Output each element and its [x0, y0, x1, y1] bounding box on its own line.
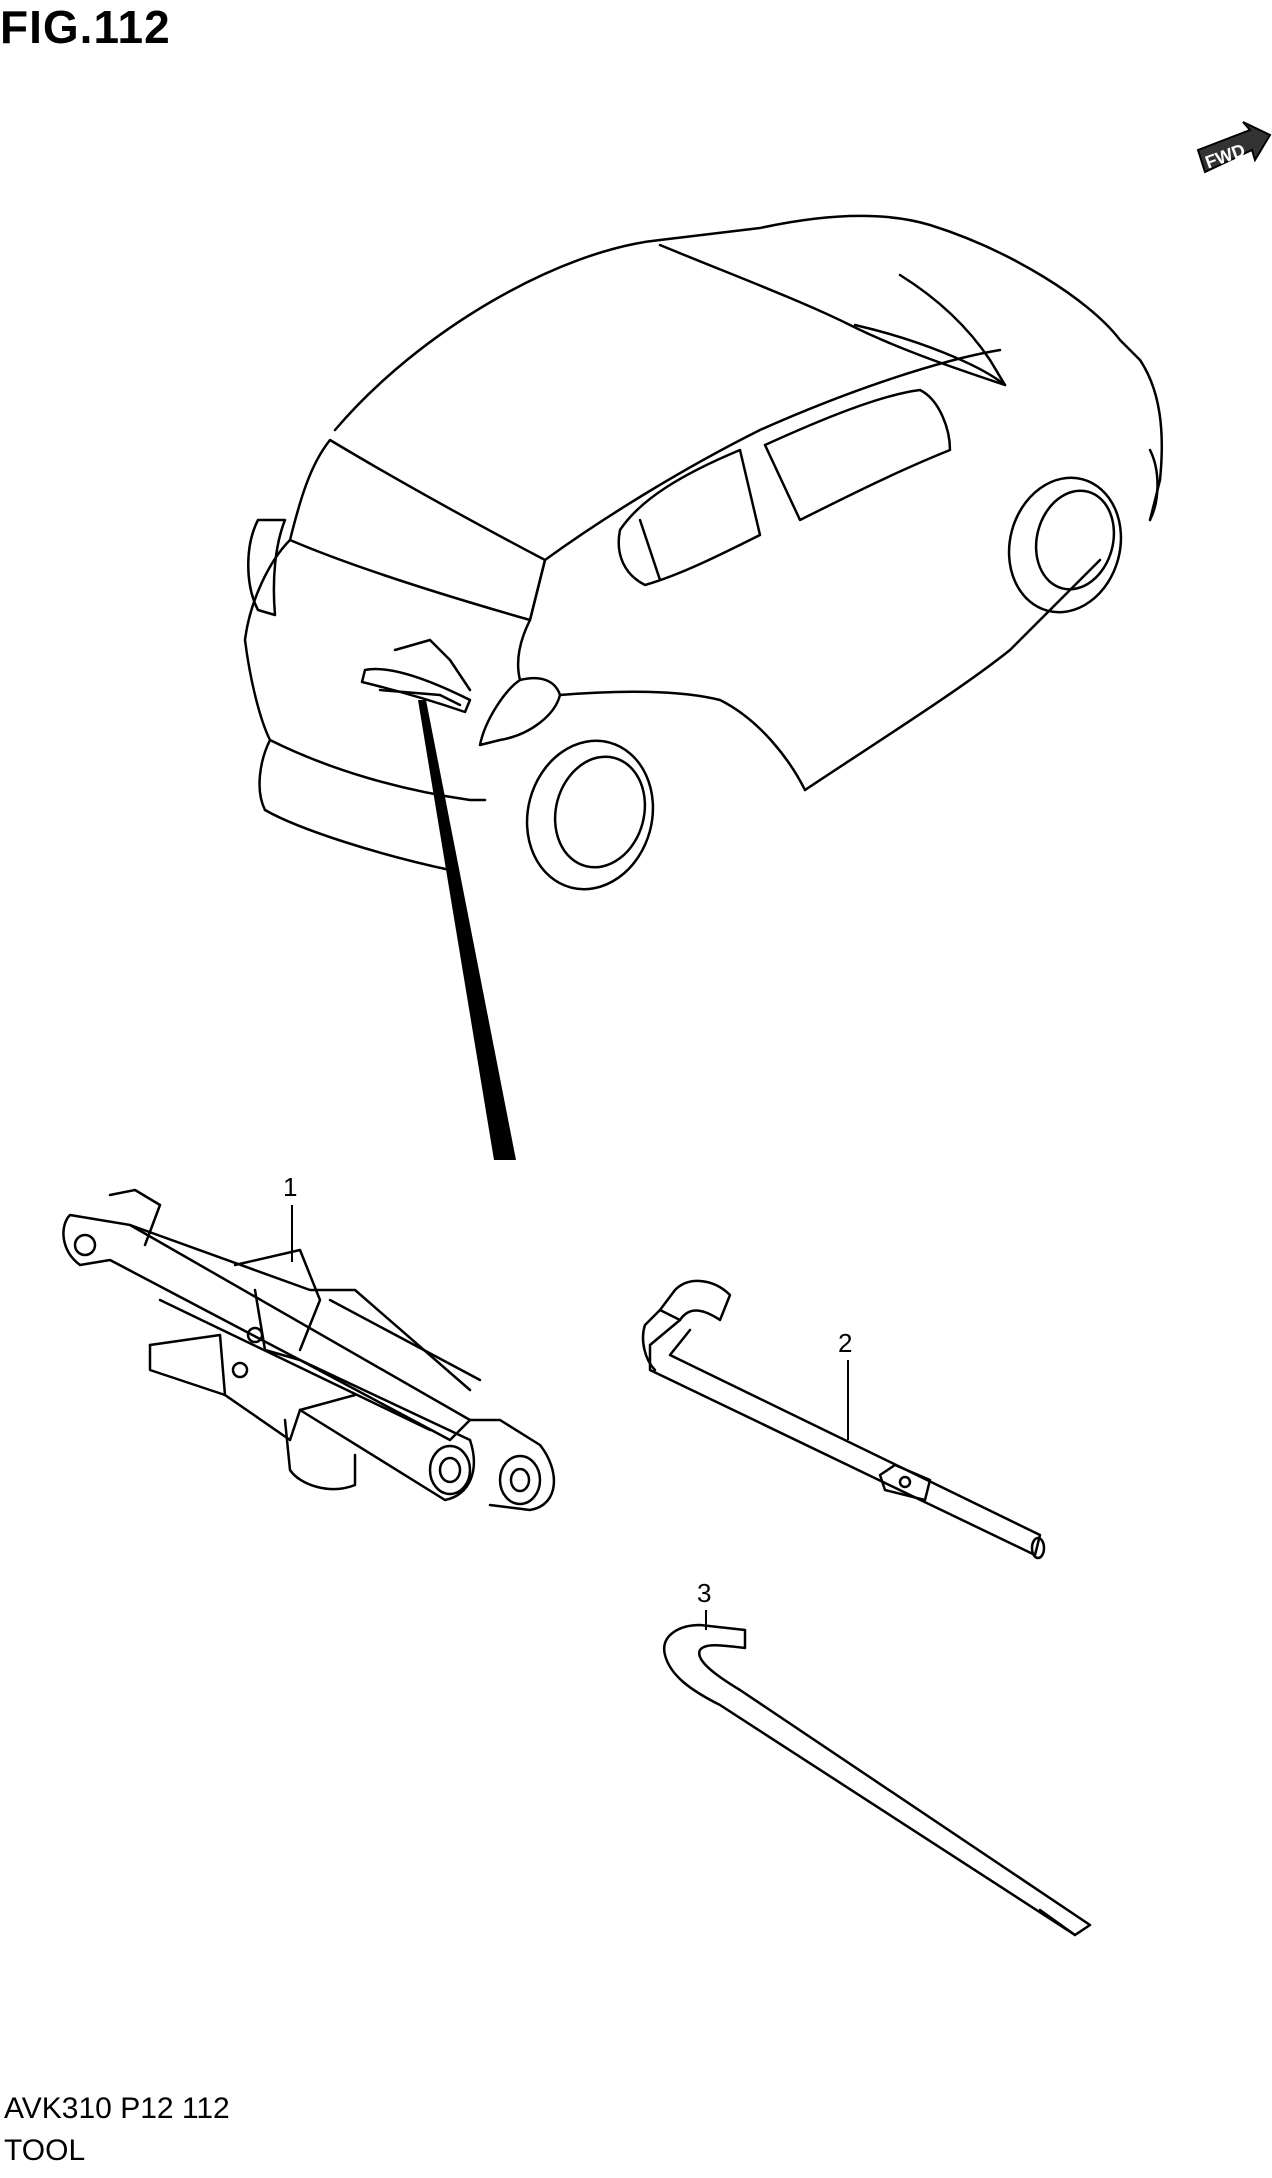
scissor-jack-icon [62, 1188, 556, 1512]
callout-2: 2 [838, 1328, 852, 1358]
figure-code: AVK310 P12 112 [4, 2092, 230, 2125]
wheel-nut-wrench-icon [641, 1279, 1046, 1560]
car-illustration [243, 214, 1164, 891]
callout-3: 3 [697, 1578, 711, 1608]
jack-handle-icon [663, 1623, 1092, 1937]
callout-1: 1 [283, 1172, 297, 1202]
forward-arrow-icon: FWD [1196, 121, 1272, 174]
figure-name: TOOL [4, 2134, 86, 2167]
figure-title: FIG.112 [0, 1, 171, 53]
leader-wedge [418, 700, 516, 1160]
